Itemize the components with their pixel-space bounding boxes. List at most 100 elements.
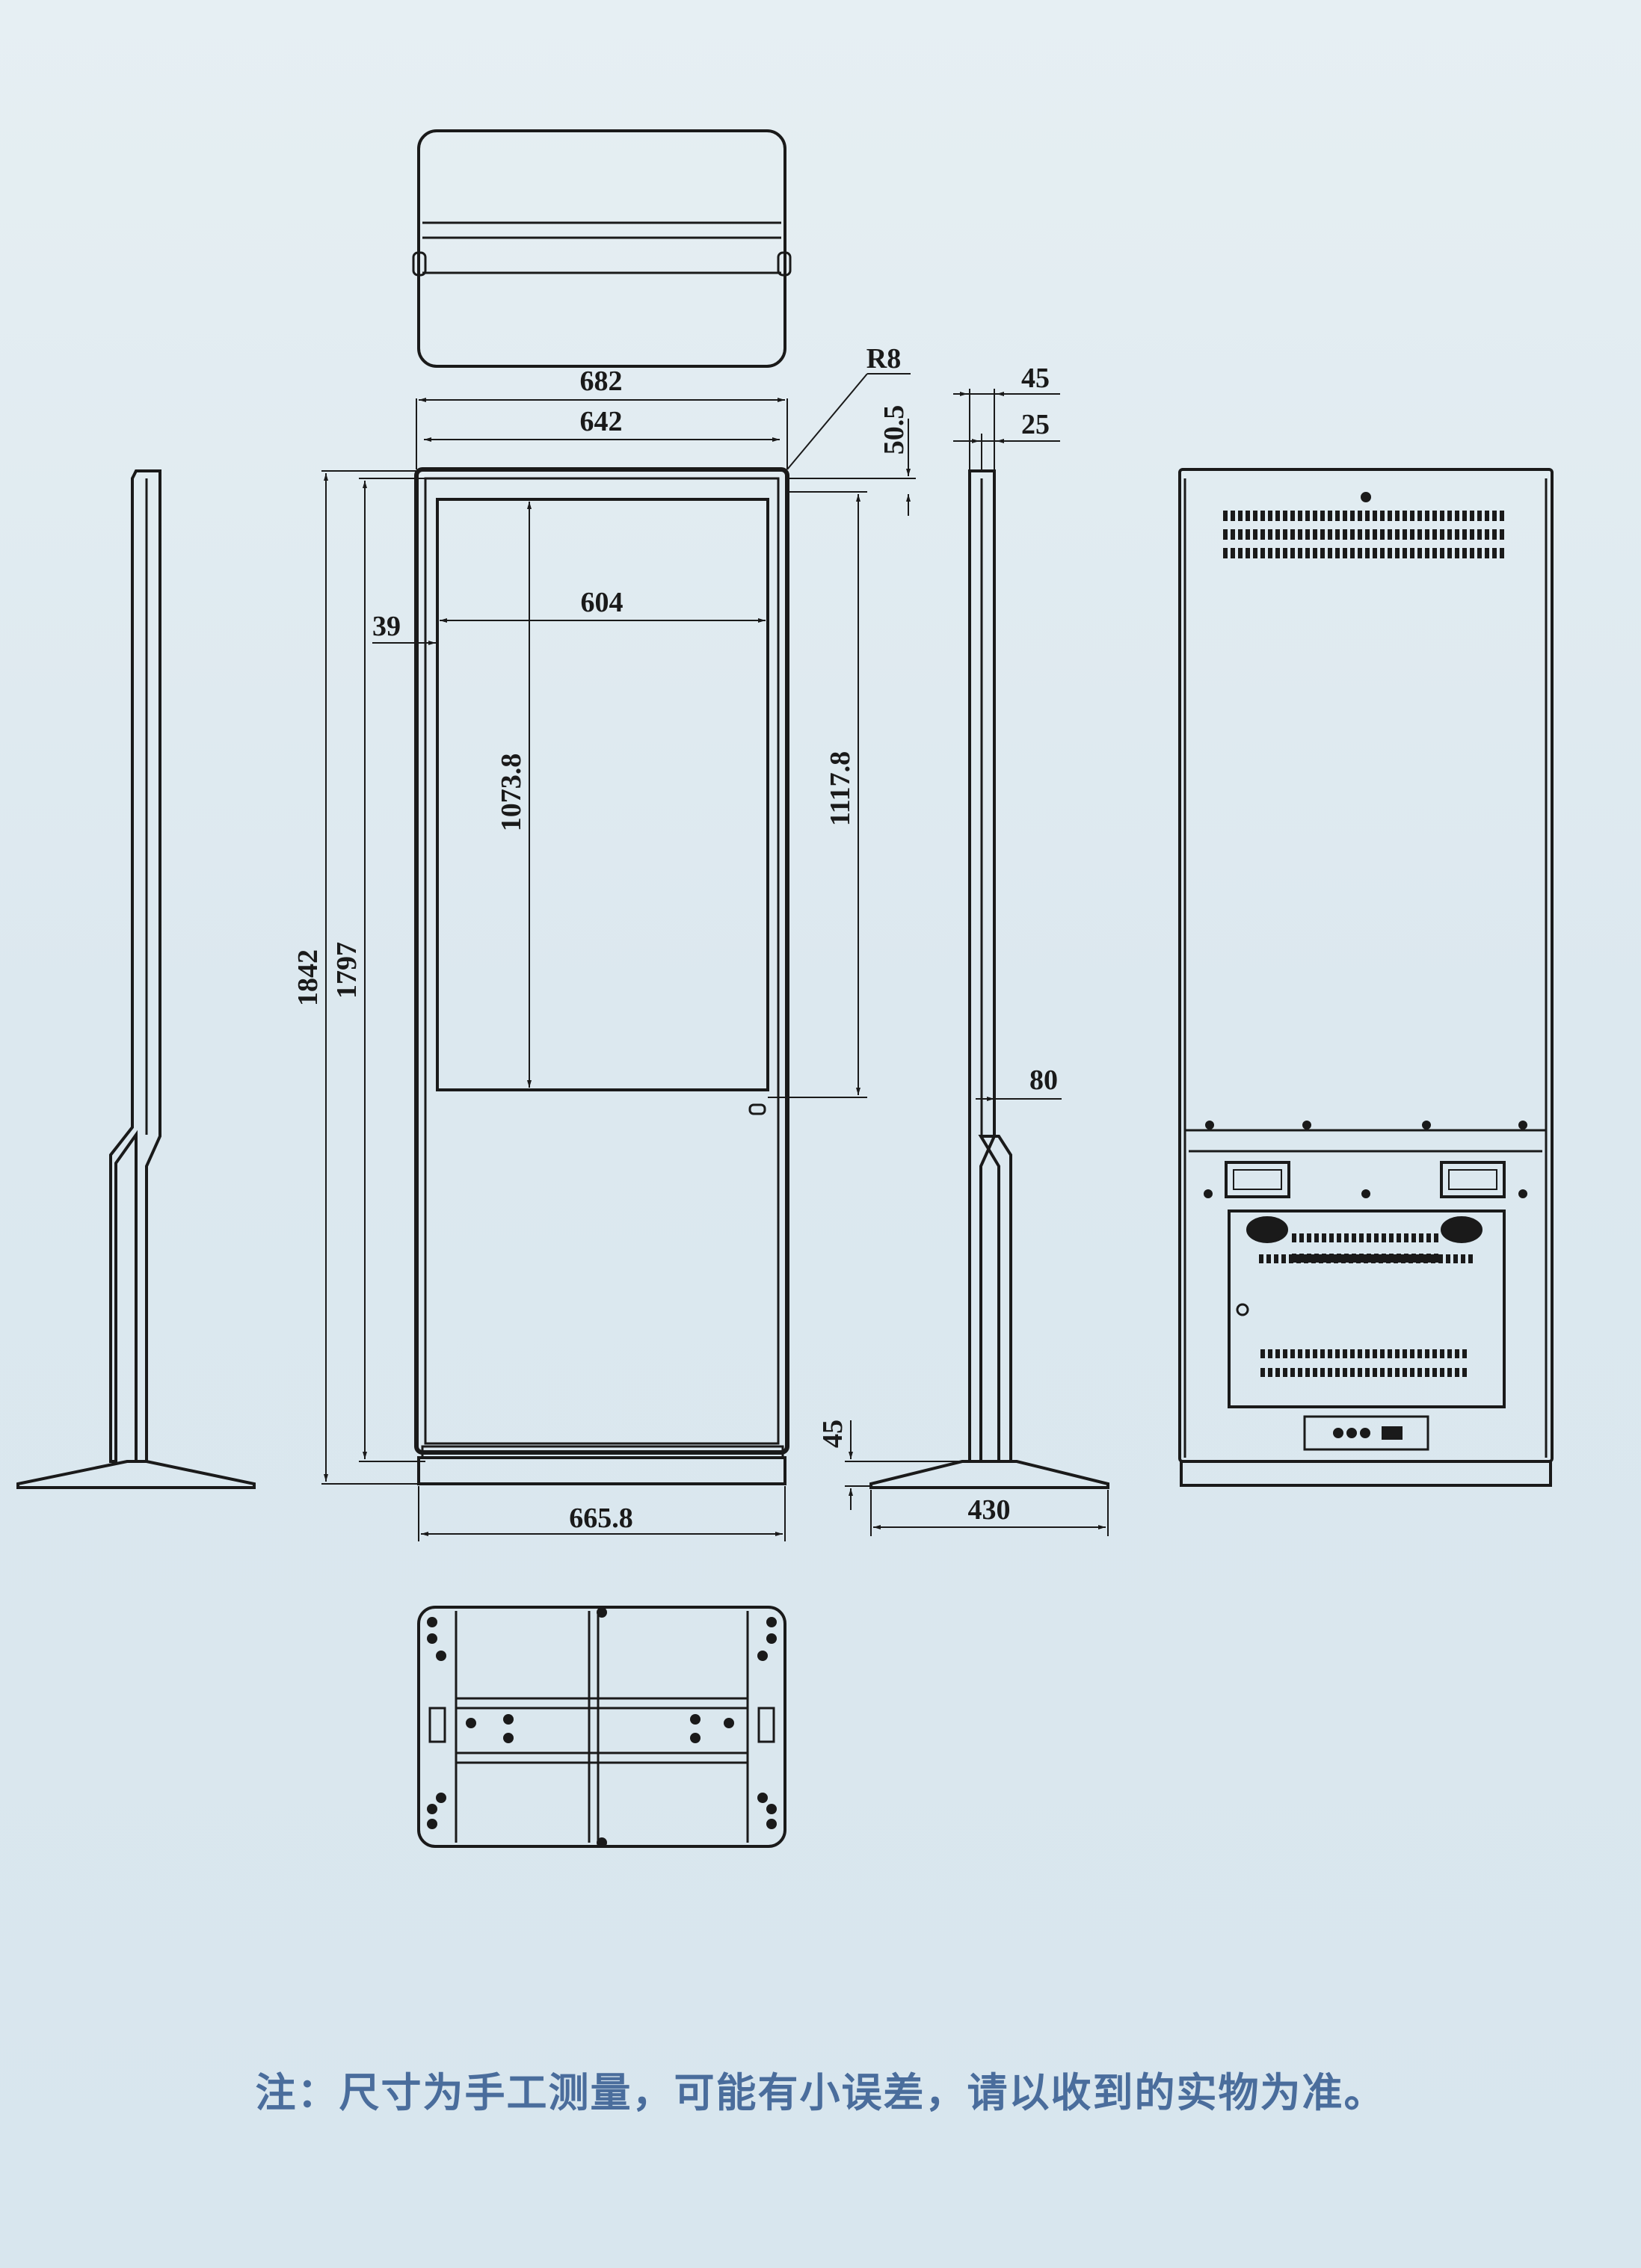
vent-slot: [1329, 1233, 1334, 1242]
vent-slot: [1350, 1368, 1355, 1377]
vent-slot: [1283, 548, 1287, 558]
vent-slot: [1298, 511, 1302, 521]
vent-slot: [1298, 1349, 1302, 1358]
vent-slot: [1320, 511, 1325, 521]
vent-slot: [1290, 1349, 1295, 1358]
vent-slot: [1417, 548, 1422, 558]
vent-slot: [1425, 511, 1429, 521]
vent-slot: [1470, 529, 1474, 540]
vent-slot: [1322, 1254, 1326, 1263]
vent-slot: [1335, 511, 1340, 521]
vent-slot: [1313, 1349, 1317, 1358]
vent-slot: [1455, 529, 1459, 540]
bolt-hole: [766, 1804, 777, 1814]
dim-frame-height: 1797: [331, 942, 363, 999]
vent-slot: [1374, 1233, 1379, 1242]
vent-slot: [1462, 1349, 1467, 1358]
vent-slot: [1374, 1254, 1379, 1263]
dim-overall-width: 682: [580, 366, 623, 397]
vent-slot: [1417, 1349, 1422, 1358]
vent-slot: [1292, 1233, 1296, 1242]
vent-slot: [1246, 529, 1250, 540]
dim-side-depth-inner: 25: [1021, 409, 1050, 440]
vent-slot: [1411, 1254, 1416, 1263]
vent-slot: [1307, 1254, 1311, 1263]
vent-slot: [1328, 1349, 1332, 1358]
vent-slot: [1365, 529, 1370, 540]
back-view: [1178, 468, 1554, 1487]
vent-slot: [1419, 1254, 1423, 1263]
vent-slot: [1283, 511, 1287, 521]
vent-slot: [1455, 548, 1459, 558]
vent-slot: [1394, 1254, 1398, 1263]
vent-slot: [1470, 548, 1474, 558]
dim-base-height: 45: [817, 1420, 849, 1448]
vent-slot: [1305, 1368, 1310, 1377]
vent-slot: [1388, 529, 1392, 540]
vent-slot: [1438, 1254, 1443, 1263]
bolt-hole: [597, 1837, 607, 1848]
top-view: [412, 129, 792, 368]
vent-slot: [1253, 548, 1257, 558]
bolt-hole: [597, 1607, 607, 1618]
vent-slot: [1380, 1368, 1385, 1377]
vent-slot: [1388, 1368, 1392, 1377]
vent-slot: [1268, 548, 1272, 558]
bolt-hole: [427, 1819, 437, 1829]
bolt-hole: [436, 1651, 446, 1661]
dim-top-margin: 50.5: [878, 405, 910, 455]
vent-slot: [1296, 1254, 1301, 1263]
vent-slot: [1388, 548, 1392, 558]
vent-slot: [1349, 1254, 1353, 1263]
dim-frame-width: 642: [580, 406, 623, 437]
vent-slot: [1373, 529, 1377, 540]
vent-slot: [1388, 511, 1392, 521]
vent-slot: [1389, 1233, 1394, 1242]
vent-slot: [1350, 511, 1355, 521]
vent-slot: [1337, 1254, 1341, 1263]
vent-slot: [1274, 1254, 1278, 1263]
vent-slot: [1358, 1368, 1362, 1377]
vent-slot: [1352, 1233, 1356, 1242]
bolt-hole: [690, 1714, 701, 1725]
vent-slot: [1298, 529, 1302, 540]
vent-slot: [1447, 548, 1452, 558]
vent-slot: [1328, 548, 1332, 558]
vent-slot: [1404, 1233, 1408, 1242]
vent-slot: [1397, 1254, 1401, 1263]
vent-slot: [1231, 511, 1235, 521]
vent-slot: [1290, 529, 1295, 540]
vent-slot: [1403, 548, 1407, 558]
vent-slot: [1455, 511, 1459, 521]
vent-slot: [1328, 529, 1332, 540]
bolt-hole: [503, 1733, 514, 1743]
vent-slot: [1403, 1368, 1407, 1377]
vent-slot: [1344, 1233, 1349, 1242]
vent-slot: [1326, 1254, 1331, 1263]
vent-slot: [1417, 511, 1422, 521]
vent-slot: [1275, 1368, 1280, 1377]
vent-slot: [1462, 529, 1467, 540]
vent-slot: [1401, 1254, 1406, 1263]
vent-slot: [1283, 1349, 1287, 1358]
vent-slot: [1334, 1254, 1338, 1263]
vent-slot: [1328, 511, 1332, 521]
dim-screen-height: 1073.8: [496, 754, 527, 832]
vent-slot: [1358, 1349, 1362, 1358]
vent-slot: [1335, 548, 1340, 558]
vent-slot: [1313, 529, 1317, 540]
vent-slot: [1365, 1349, 1370, 1358]
vent-slot: [1410, 1349, 1414, 1358]
vent-slot: [1379, 1254, 1383, 1263]
vent-slot: [1275, 1349, 1280, 1358]
vent-slot: [1367, 1254, 1371, 1263]
vent-slot: [1328, 1368, 1332, 1377]
vent-slot: [1290, 548, 1295, 558]
vent-slot: [1485, 529, 1489, 540]
vent-slot: [1283, 1368, 1287, 1377]
bolt-hole: [436, 1793, 446, 1803]
vent-slot: [1307, 1233, 1311, 1242]
vent-slot: [1343, 529, 1347, 540]
dim-base-depth-side: 430: [968, 1494, 1011, 1526]
vent-slot: [1314, 1233, 1319, 1242]
